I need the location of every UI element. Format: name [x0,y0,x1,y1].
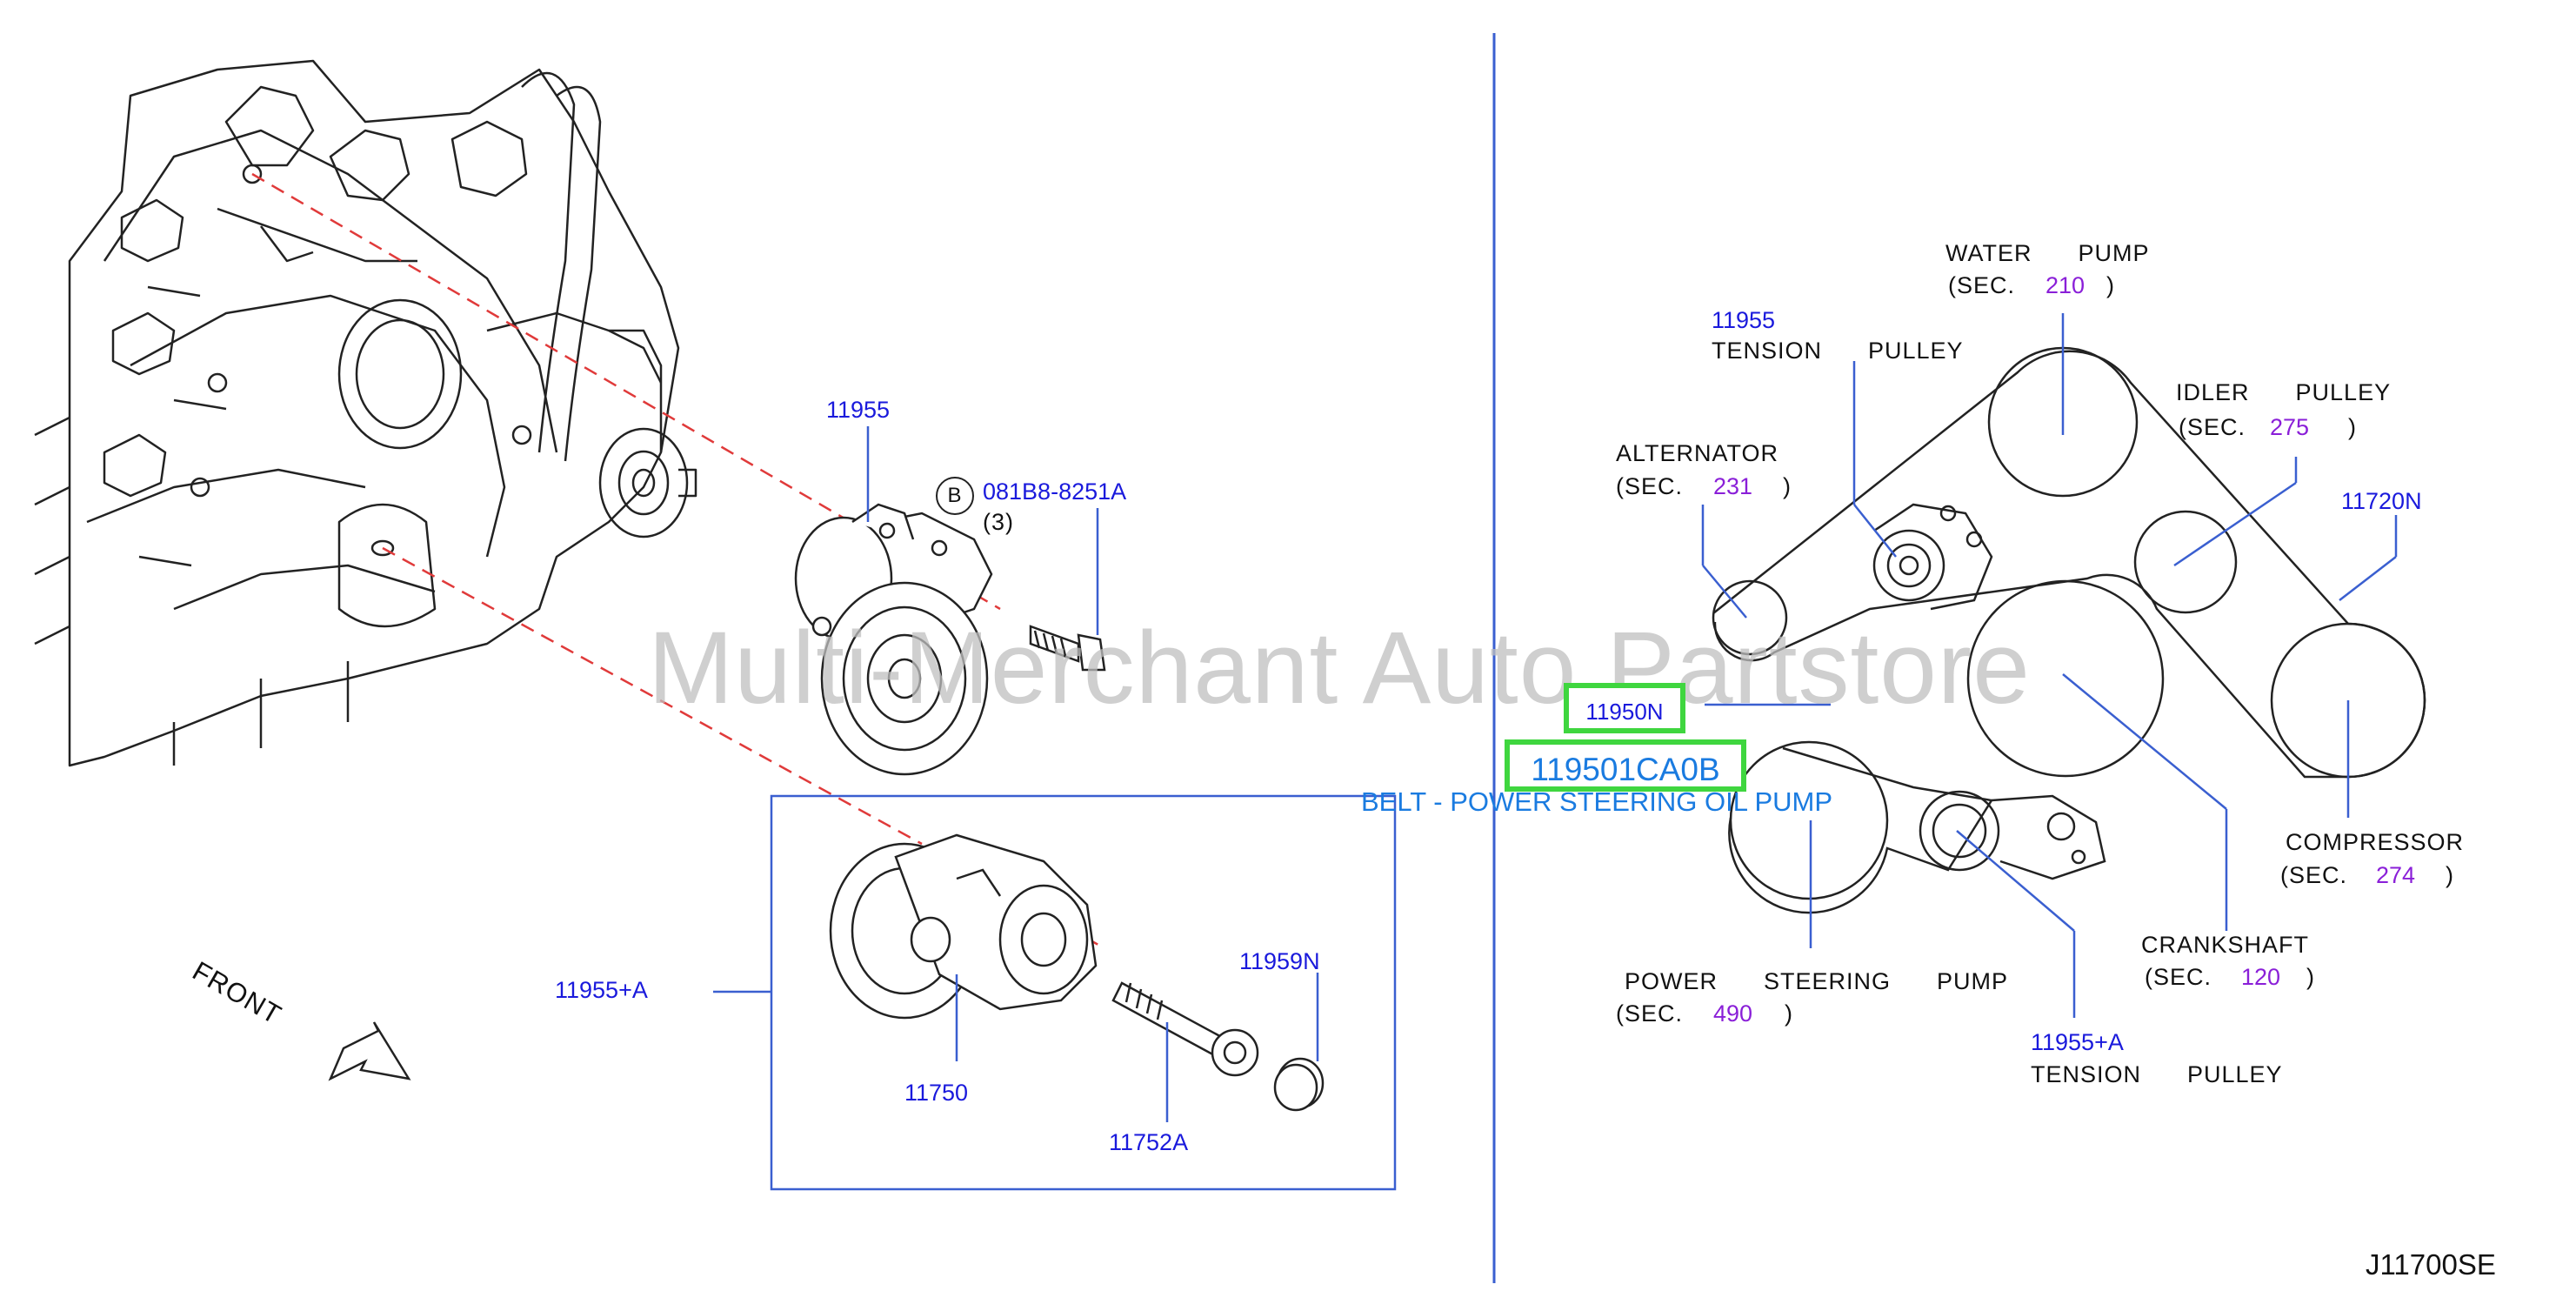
bolt-11752a-drawing [1111,981,1259,1077]
bolt-circle-b: B [936,477,974,515]
power-steering-pulley [1729,740,1889,900]
watermark: Multi-Merchant Auto Partstore [648,611,2031,726]
label-comp-close: ) [2446,862,2454,888]
label-ps-sec: (SEC. [1616,1000,1684,1027]
label-tension-pulley: TENSION PULLEY [1712,338,1964,364]
link-sec-275[interactable]: 275 [2270,414,2310,440]
part-description: BELT - POWER STEERING OIL PUMP [1361,786,1833,817]
label-water-sec: (SEC. [1948,272,2016,298]
idler-pulley [2133,510,2238,614]
label-bolt-code[interactable]: 081B8-8251A [983,478,1127,505]
label-comp-sec: (SEC. [2280,862,2348,888]
label-idler-sec: (SEC. [2179,414,2246,440]
label-tension-11955[interactable]: 11955 [1712,307,1776,333]
engine-block [34,59,697,767]
label-crankshaft: CRANKSHAFT [2141,932,2310,958]
code-11950n: 11950N [1585,699,1664,725]
label-ps-close: ) [1785,1000,1793,1027]
label-11752a[interactable]: 11752A [1109,1129,1189,1155]
label-power-steering-pump: POWER STEERING PUMP [1625,968,2009,994]
label-alt-sec: (SEC. [1616,473,1684,499]
label-tension-pulley-2: TENSION PULLEY [2031,1061,2283,1087]
label-crank-close: ) [2306,964,2315,990]
label-tension-11955a[interactable]: 11955+A [2031,1029,2124,1055]
left-callout-leaders [866,426,1319,1122]
label-compressor: COMPRESSOR [2286,829,2465,855]
link-sec-231[interactable]: 231 [1713,473,1753,499]
label-water-pump: WATER PUMP [1945,240,2150,266]
tension-pulley-2 [1919,790,2000,872]
label-idler-close: ) [2348,414,2357,440]
bolt-drawing [1029,625,1106,672]
alternator-pulley [1712,579,1788,656]
code-119501ca0b: 119501CA0B [1531,752,1720,787]
label-idler-pulley: IDLER PULLEY [2176,379,2392,405]
label-water-close: ) [2106,272,2115,298]
label-11750[interactable]: 11750 [904,1080,969,1106]
label-11720n[interactable]: 11720N [2341,488,2422,514]
right-callout-leaders [1701,313,2398,1018]
diagram-code: J11700SE [2366,1248,2496,1281]
plug-11959n-drawing [1273,1057,1325,1112]
label-11955a[interactable]: 11955+A [555,977,648,1003]
tension-pulley-assembly [794,503,993,776]
label-bolt-qty: (3) [983,509,1014,535]
link-sec-210[interactable]: 210 [2045,272,2085,298]
link-sec-120[interactable]: 120 [2241,964,2281,990]
highlight-119501ca0b[interactable]: 119501CA0B [1505,739,1746,792]
label-crank-sec: (SEC. [2145,964,2212,990]
link-sec-490[interactable]: 490 [1713,1000,1753,1027]
tensioner-assembly-lower [829,833,1098,1020]
tension-pulley-1 [1872,529,1945,602]
label-11955[interactable]: 11955 [826,397,891,423]
front-arrow [328,1021,411,1081]
highlight-11950n[interactable]: 11950N [1564,683,1685,733]
link-sec-274[interactable]: 274 [2376,862,2416,888]
label-11959n[interactable]: 11959N [1239,948,1320,974]
label-alternator: ALTERNATOR [1616,440,1779,466]
label-alt-close: ) [1783,473,1792,499]
